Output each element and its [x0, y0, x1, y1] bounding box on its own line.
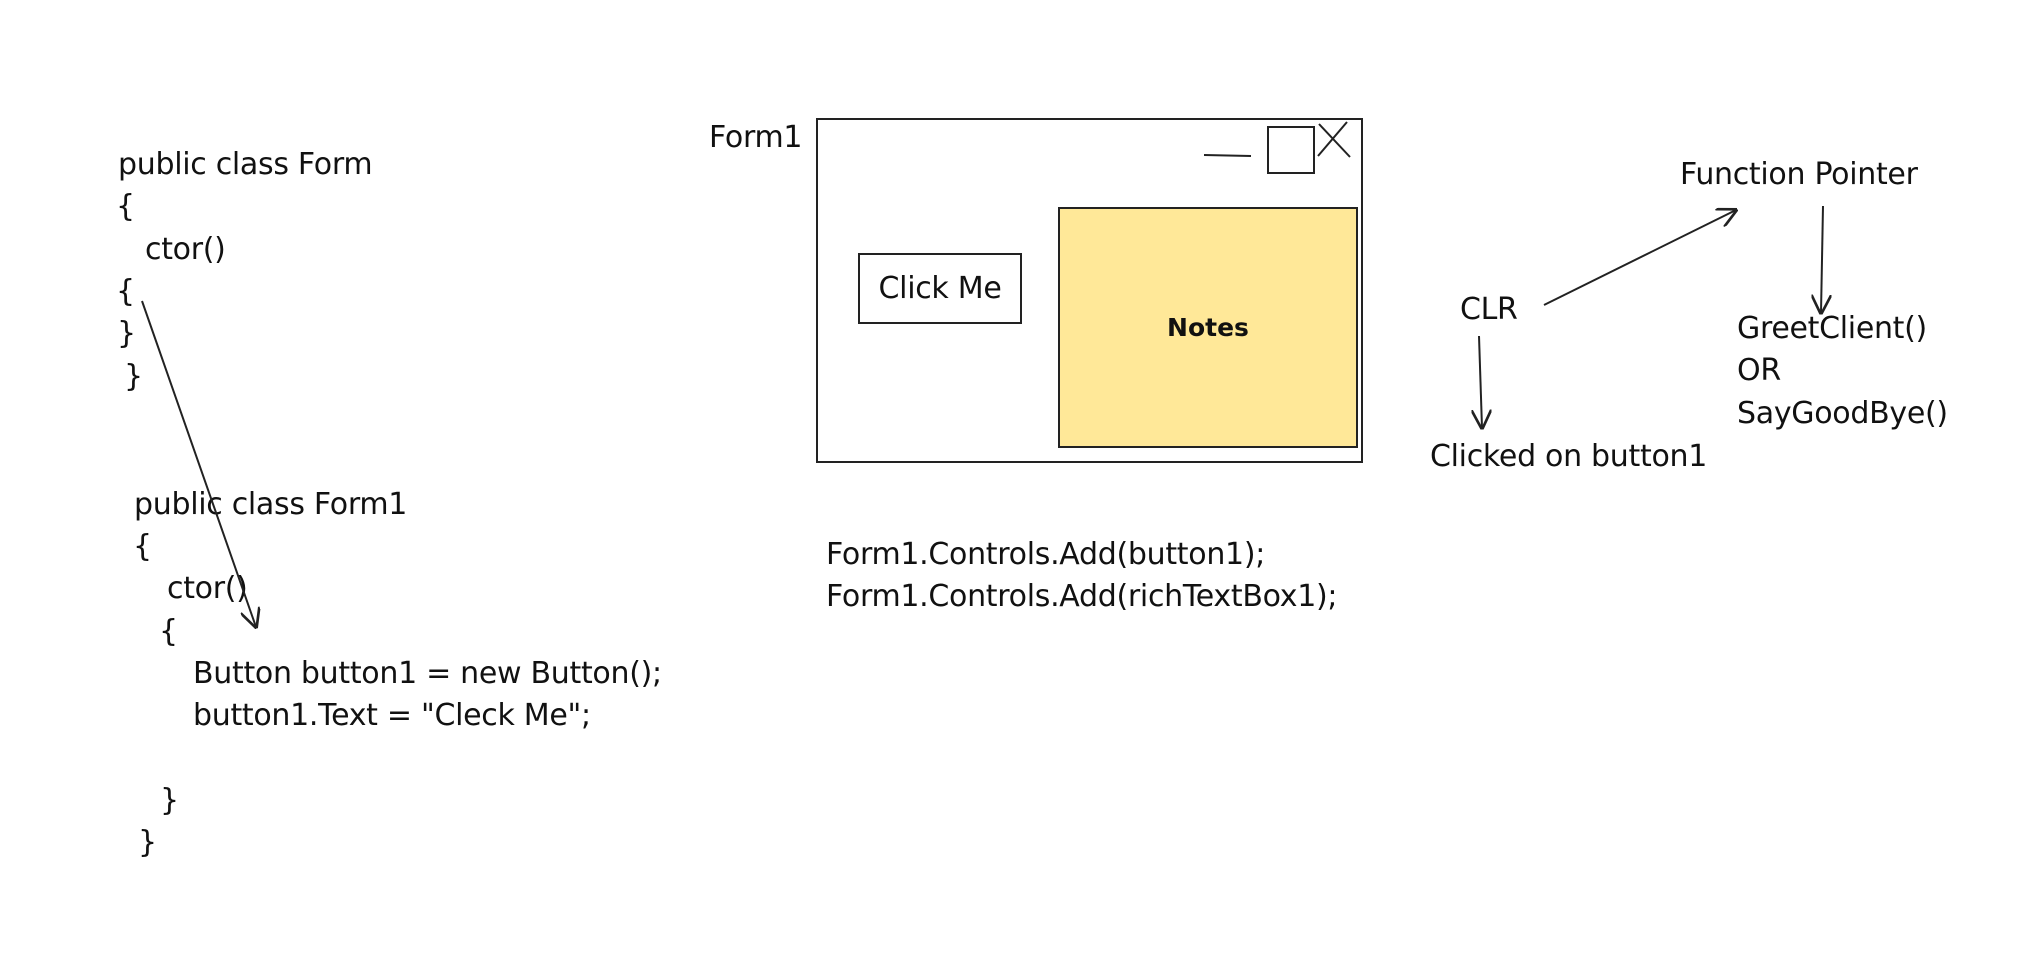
- ctor-arrow: [141, 300, 256, 627]
- code-line: public class Form1: [134, 487, 408, 522]
- controls-add-line: Form1.Controls.Add(richTextBox1);: [826, 579, 1338, 614]
- form1-window: Click Me Notes: [816, 118, 1363, 463]
- code-line: }: [160, 783, 179, 818]
- notes-richtextbox[interactable]: Notes: [1058, 207, 1358, 448]
- target-greetclient: GreetClient(): [1737, 311, 1927, 346]
- close-icon[interactable]: [1317, 121, 1351, 158]
- code-line: }: [138, 825, 157, 860]
- code-line: Button button1 = new Button();: [193, 656, 662, 691]
- maximize-icon[interactable]: [1267, 126, 1315, 174]
- code-line: ctor(): [145, 232, 226, 267]
- controls-add-line: Form1.Controls.Add(button1);: [826, 537, 1266, 572]
- clr-to-clicked-arrow: [1479, 335, 1482, 428]
- code-line: ctor(): [167, 571, 248, 606]
- code-line: {: [133, 529, 152, 564]
- code-line: button1.Text = "Cleck Me";: [193, 698, 591, 733]
- click-me-button[interactable]: Click Me: [858, 253, 1022, 324]
- function-pointer-label: Function Pointer: [1680, 157, 1918, 192]
- click-me-label: Click Me: [878, 270, 1002, 306]
- code-line: public class Form: [118, 147, 373, 182]
- notes-label: Notes: [1167, 313, 1249, 342]
- code-line: {: [116, 189, 135, 224]
- target-saygoodbye: SayGoodBye(): [1737, 396, 1948, 431]
- clr-label: CLR: [1460, 292, 1518, 327]
- window-title: Form1: [709, 120, 803, 155]
- code-line: }: [117, 316, 136, 351]
- pointer-to-handler-arrow: [1821, 205, 1823, 313]
- code-line: {: [159, 614, 178, 649]
- code-line: {: [116, 274, 135, 309]
- minimize-icon[interactable]: [1203, 154, 1252, 157]
- clicked-label: Clicked on button1: [1430, 439, 1707, 474]
- code-line: }: [124, 359, 143, 394]
- target-or: OR: [1737, 353, 1781, 388]
- clr-to-pointer-arrow: [1543, 210, 1736, 306]
